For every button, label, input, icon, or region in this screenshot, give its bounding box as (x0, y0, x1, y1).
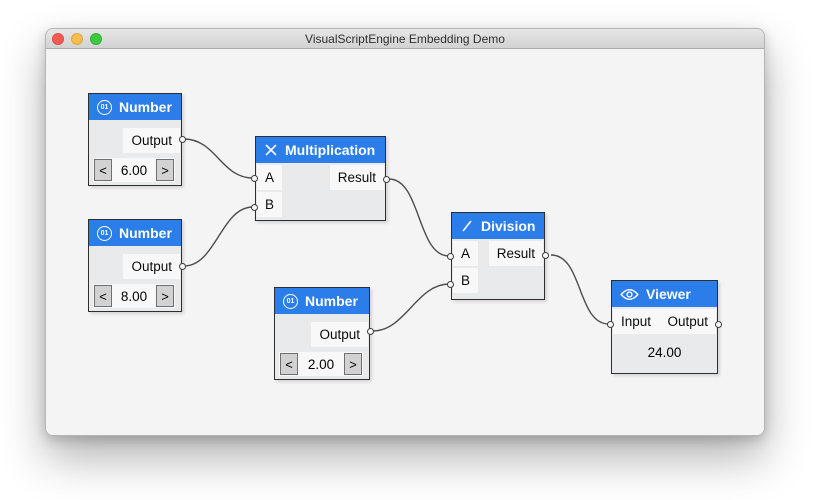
value-display[interactable]: 6.00 (120, 162, 148, 178)
output-slot-label-result[interactable]: Result (488, 241, 543, 266)
value-editor: < 2.00 > (279, 352, 363, 376)
node-division[interactable]: Division A Result B (447, 212, 549, 300)
node-number-3[interactable]: 01 Number Output < 2.00 > (274, 287, 374, 380)
output-port[interactable] (179, 263, 186, 270)
input-port-b[interactable] (251, 204, 258, 211)
wire-number2-output-to-multiplication-b[interactable] (183, 206, 254, 267)
node-title: Multiplication (285, 142, 376, 158)
value-display[interactable]: 2.00 (307, 356, 335, 372)
wire-number3-output-to-division-b[interactable] (372, 283, 450, 332)
input-slot-label-b[interactable]: B (453, 268, 479, 293)
node-editor-canvas[interactable]: 01 Number Output < 6.00 > 01 Number Outp… (46, 49, 764, 435)
input-port-a[interactable] (447, 253, 454, 260)
value-editor: < 6.00 > (93, 158, 175, 182)
divide-icon (462, 220, 472, 232)
multiply-icon (265, 144, 277, 156)
node-header[interactable]: 01 Number (89, 94, 181, 120)
output-port-result[interactable] (383, 176, 390, 183)
increment-button[interactable]: > (156, 159, 174, 181)
decrement-button[interactable]: < (94, 285, 112, 307)
output-port[interactable] (179, 136, 186, 143)
node-title: Division (481, 218, 536, 234)
increment-button[interactable]: > (156, 285, 174, 307)
window-title: VisualScriptEngine Embedding Demo (305, 31, 505, 46)
decrement-button[interactable]: < (94, 159, 112, 181)
increment-button[interactable]: > (344, 353, 362, 375)
output-slot-label[interactable]: Output (311, 322, 368, 347)
input-port-b[interactable] (447, 281, 454, 288)
app-window: VisualScriptEngine Embedding Demo 01 Num… (45, 28, 765, 436)
node-multiplication[interactable]: Multiplication A Result B (251, 136, 390, 221)
input-port[interactable] (607, 321, 614, 328)
window-controls (52, 33, 102, 45)
viewer-value-display: 24.00 (647, 345, 682, 360)
close-button[interactable] (52, 33, 64, 45)
node-title: Number (119, 99, 172, 115)
value-display[interactable]: 8.00 (120, 288, 148, 304)
input-slot-label-a[interactable]: A (257, 165, 283, 190)
input-slot-label-b[interactable]: B (257, 192, 283, 217)
node-title: Number (305, 293, 358, 309)
number-01-icon: 01 (283, 293, 298, 309)
node-title: Number (119, 225, 172, 241)
input-slot-label[interactable]: Input (613, 309, 660, 334)
input-slot-label-a[interactable]: A (453, 241, 479, 266)
node-title: Viewer (646, 286, 691, 302)
output-slot-label[interactable]: Output (123, 128, 180, 153)
input-port-a[interactable] (251, 175, 258, 182)
node-header[interactable]: 01 Number (89, 220, 181, 246)
wires-layer (183, 138, 610, 332)
node-number-1[interactable]: 01 Number Output < 6.00 > (88, 93, 186, 186)
output-slot-label-result[interactable]: Result (329, 165, 384, 190)
node-header[interactable]: Viewer (612, 281, 717, 307)
output-port[interactable] (367, 328, 374, 335)
titlebar[interactable]: VisualScriptEngine Embedding Demo (46, 29, 764, 49)
minimize-button[interactable] (71, 33, 83, 45)
output-port-result[interactable] (542, 252, 549, 259)
eye-icon (620, 288, 639, 300)
output-slot-label[interactable]: Output (123, 254, 180, 279)
node-viewer[interactable]: Viewer Input Output 24.00 (607, 280, 722, 374)
node-header[interactable]: Division (452, 213, 544, 239)
zoom-button[interactable] (90, 33, 102, 45)
number-01-icon: 01 (97, 99, 112, 115)
wire-number1-output-to-multiplication-a[interactable] (183, 138, 254, 179)
output-port[interactable] (715, 321, 722, 328)
wire-division-result-to-viewer-input[interactable] (550, 254, 610, 325)
node-number-2[interactable]: 01 Number Output < 8.00 > (88, 219, 186, 312)
decrement-button[interactable]: < (280, 353, 298, 375)
output-slot-label[interactable]: Output (659, 309, 716, 334)
node-header[interactable]: 01 Number (275, 288, 369, 314)
wire-multiplication-result-to-division-a[interactable] (388, 178, 450, 257)
value-editor: < 8.00 > (93, 284, 175, 308)
node-header[interactable]: Multiplication (256, 137, 385, 163)
number-01-icon: 01 (97, 225, 112, 241)
